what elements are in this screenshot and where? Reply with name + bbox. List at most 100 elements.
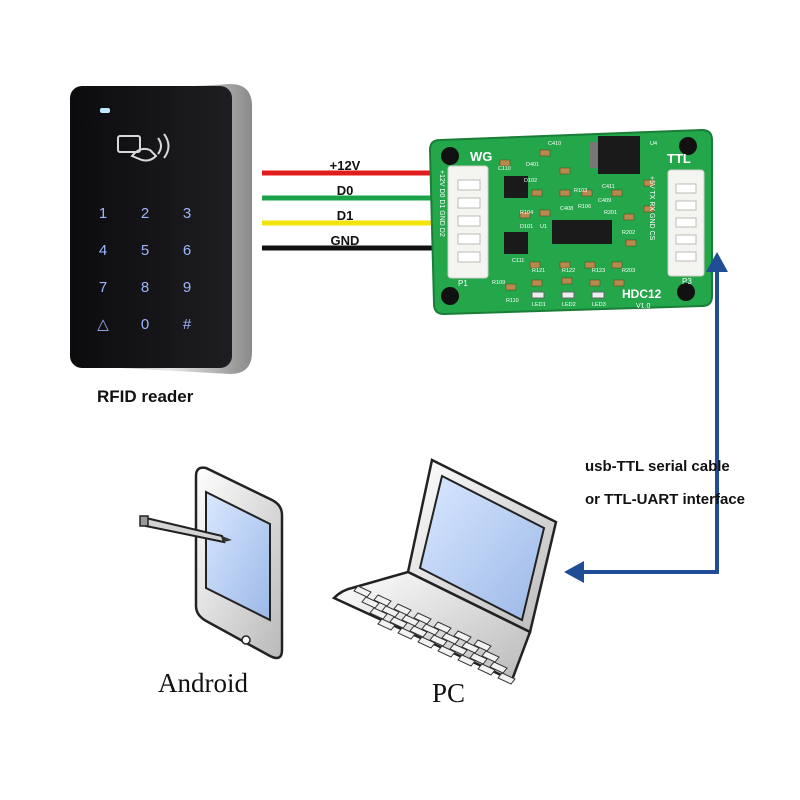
chip-label: R123 — [592, 268, 605, 274]
smd-part — [531, 279, 543, 287]
laptop-key — [377, 618, 396, 631]
card-tap-icon — [117, 133, 170, 162]
laptop-key — [397, 627, 416, 640]
chip-label: LED3 — [592, 302, 606, 308]
smd-part — [499, 159, 511, 167]
arrow-head-up — [706, 252, 728, 272]
tablet-label: Android — [158, 668, 248, 698]
tablet-screen — [205, 490, 271, 622]
reader-caption: RFID reader — [97, 387, 194, 406]
regulator-tab — [590, 142, 598, 168]
laptop-icon — [331, 458, 558, 685]
wire-label-1: D0 — [337, 183, 354, 198]
chip-label: C408 — [560, 206, 573, 212]
transistor-2 — [504, 232, 528, 254]
chip-label: LED1 — [532, 302, 546, 308]
keypad-key-3: 4 — [99, 242, 107, 259]
chip-label: U4 — [650, 141, 657, 147]
chip-label: R122 — [562, 268, 575, 274]
chip-label: C110 — [498, 166, 511, 172]
keypad-key-5: 6 — [183, 242, 191, 259]
p1-pin — [457, 215, 481, 227]
chip-label: C410 — [548, 141, 561, 147]
p1-pin — [457, 179, 481, 191]
mount-hole-tl — [441, 147, 459, 165]
smd-part — [561, 277, 573, 285]
chip-label: R201 — [604, 210, 617, 216]
link-label-line1: usb-TTL serial cable — [585, 458, 730, 475]
laptop-label: PC — [432, 678, 465, 708]
chip-label: R109 — [492, 280, 505, 286]
p3-pin — [675, 217, 697, 228]
wire-label-0: +12V — [330, 158, 361, 173]
link-label-line2: or TTL-UART interface — [585, 491, 745, 508]
smd-part — [643, 179, 655, 187]
reader-face — [70, 86, 232, 368]
board-p3-label: P3 — [682, 277, 692, 286]
smd-part — [611, 189, 623, 197]
keypad-key-2: 3 — [183, 205, 191, 222]
smd-part — [539, 209, 551, 217]
smd-part — [643, 205, 655, 213]
board-name: HDC12 — [622, 287, 662, 301]
keypad-key-11: # — [183, 316, 192, 333]
chip-label: D101 — [520, 224, 533, 230]
board-p1-pins: +12V D0 D1 GND D2 — [438, 170, 445, 237]
laptop-keyboard — [353, 585, 516, 685]
board-ttl-label: TTL — [667, 151, 691, 166]
keypad-key-7: 8 — [141, 279, 149, 296]
chip-label: R203 — [622, 268, 635, 274]
laptop-key — [437, 645, 456, 658]
chip-label: D401 — [526, 162, 539, 168]
chip-label: R104 — [520, 210, 533, 216]
smd-part — [623, 213, 635, 221]
chip-label: R121 — [532, 268, 545, 274]
smd-part — [519, 211, 531, 219]
status-led — [531, 291, 545, 299]
smd-part — [559, 167, 571, 175]
smd-part — [611, 261, 623, 269]
p1-pin — [457, 197, 481, 209]
laptop-key — [497, 672, 516, 685]
chip-label: R202 — [622, 230, 635, 236]
wire-label-3: GND — [331, 233, 360, 248]
chip-label: C111 — [512, 258, 524, 264]
smd-part — [505, 283, 517, 291]
main-ic-chip — [552, 220, 612, 244]
chip-label: C409 — [598, 198, 611, 204]
smd-part — [531, 189, 543, 197]
p3-pin — [675, 183, 697, 194]
smd-part — [581, 189, 593, 197]
tablet-with-stylus-icon — [139, 466, 284, 660]
keypad-key-4: 5 — [141, 242, 149, 259]
mount-hole-tr — [679, 137, 697, 155]
smd-part — [529, 261, 541, 269]
mount-hole-br — [677, 283, 695, 301]
chip-label: LED2 — [562, 302, 576, 308]
transistor-1 — [504, 176, 528, 198]
keypad-key-6: 7 — [99, 279, 107, 296]
status-led — [561, 291, 575, 299]
smd-part — [584, 261, 596, 269]
p3-pin — [675, 251, 697, 262]
serial-link-arrow — [564, 252, 728, 583]
laptop-screen — [418, 474, 546, 622]
laptop-key — [477, 663, 496, 676]
chip-label: U1 — [540, 224, 547, 230]
link-line — [580, 268, 719, 574]
board-version: V1.0 — [636, 303, 651, 310]
laptop-key — [417, 636, 436, 649]
board-p3-pins: +5V TX RX GND CS — [648, 176, 655, 241]
arrow-head-left — [564, 561, 584, 583]
smd-components — [499, 149, 655, 299]
chip-label: D102 — [524, 178, 537, 184]
keypad-key-1: 2 — [141, 205, 149, 222]
smd-part — [559, 189, 571, 197]
keypad-key-10: 0 — [141, 316, 149, 333]
